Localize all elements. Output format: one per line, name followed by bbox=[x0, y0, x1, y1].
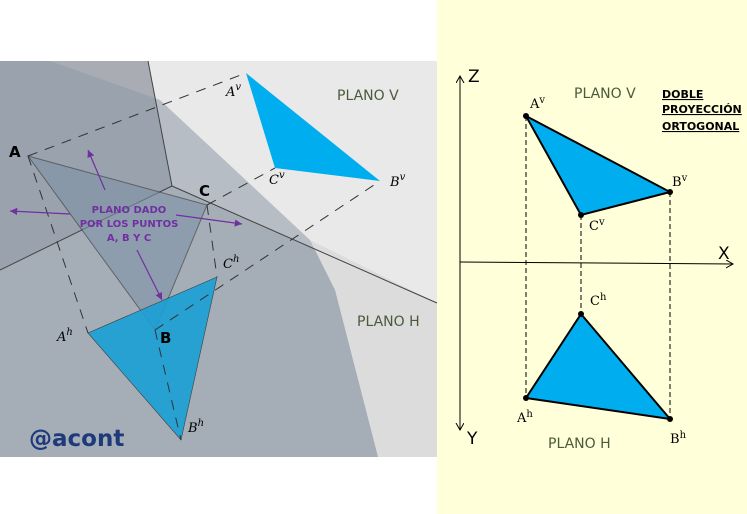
ch-label: Ch bbox=[590, 292, 607, 309]
ah-label: Ah bbox=[56, 327, 73, 345]
triangle-abc bbox=[26, 155, 208, 332]
x-axis-label: X bbox=[718, 244, 730, 264]
plano-v-label: PLANO V bbox=[574, 86, 636, 102]
ah-label: Ah bbox=[516, 409, 533, 426]
svg-text:ORTOGONAL: ORTOGONAL bbox=[662, 120, 739, 133]
bh-label: Bh bbox=[670, 430, 687, 447]
point-b-label: B bbox=[160, 329, 171, 347]
ch-label: Ch bbox=[223, 254, 239, 272]
svg-text:PLANO DADO: PLANO DADO bbox=[92, 205, 167, 216]
reference-lines bbox=[525, 116, 671, 419]
plano-h-label: PLANO H bbox=[357, 314, 420, 330]
v-projection-triangle bbox=[523, 113, 673, 217]
x-axis bbox=[459, 262, 733, 264]
watermark: @acont bbox=[29, 426, 124, 452]
bh-label: Bh bbox=[187, 418, 204, 436]
point-a-label: A bbox=[9, 143, 21, 161]
plane-v-region bbox=[148, 61, 437, 303]
ground-line-vertical bbox=[147, 60, 173, 187]
y-axis-label: Y bbox=[466, 429, 478, 449]
triangle-h-projection bbox=[87, 276, 218, 441]
bv-label: Bv bbox=[389, 172, 406, 190]
plane-caption: PLANO DADO POR LOS PUNTOS A, B Y C bbox=[80, 205, 179, 244]
left-3d-view: A B C Av Bv Cv Ah Bh Ch PLANO V PLANO H … bbox=[0, 60, 438, 457]
svg-text:POR LOS PUNTOS: POR LOS PUNTOS bbox=[80, 219, 179, 230]
plane-h-light-region bbox=[310, 240, 437, 457]
ground-line bbox=[171, 185, 438, 304]
svg-text:A, B Y C: A, B Y C bbox=[107, 233, 151, 244]
z-axis-label: Z bbox=[468, 67, 480, 87]
points bbox=[523, 113, 673, 422]
right-dihedral-view: Z X Y PLANO V PLANO H DOBLE PROYECCIÓN O… bbox=[437, 0, 747, 514]
triangle-v-projection bbox=[246, 73, 380, 181]
av-label: Av bbox=[529, 95, 545, 112]
plano-h-label: PLANO H bbox=[548, 436, 611, 452]
plano-v-label: PLANO V bbox=[337, 88, 399, 104]
cv-label: Cv bbox=[589, 217, 605, 234]
h-projection-triangle bbox=[524, 312, 673, 421]
bv-label: Bv bbox=[672, 173, 688, 190]
svg-text:DOBLE: DOBLE bbox=[662, 88, 703, 101]
projection-lines bbox=[27, 72, 381, 441]
plane-arrows bbox=[9, 149, 243, 301]
given-plane bbox=[0, 61, 378, 457]
svg-text:PROYECCIÓN: PROYECCIÓN bbox=[662, 103, 742, 116]
title: DOBLE PROYECCIÓN ORTOGONAL bbox=[662, 88, 742, 133]
av-label: Av bbox=[225, 82, 241, 100]
point-c-label: C bbox=[199, 182, 210, 200]
cv-label: Cv bbox=[269, 170, 285, 188]
